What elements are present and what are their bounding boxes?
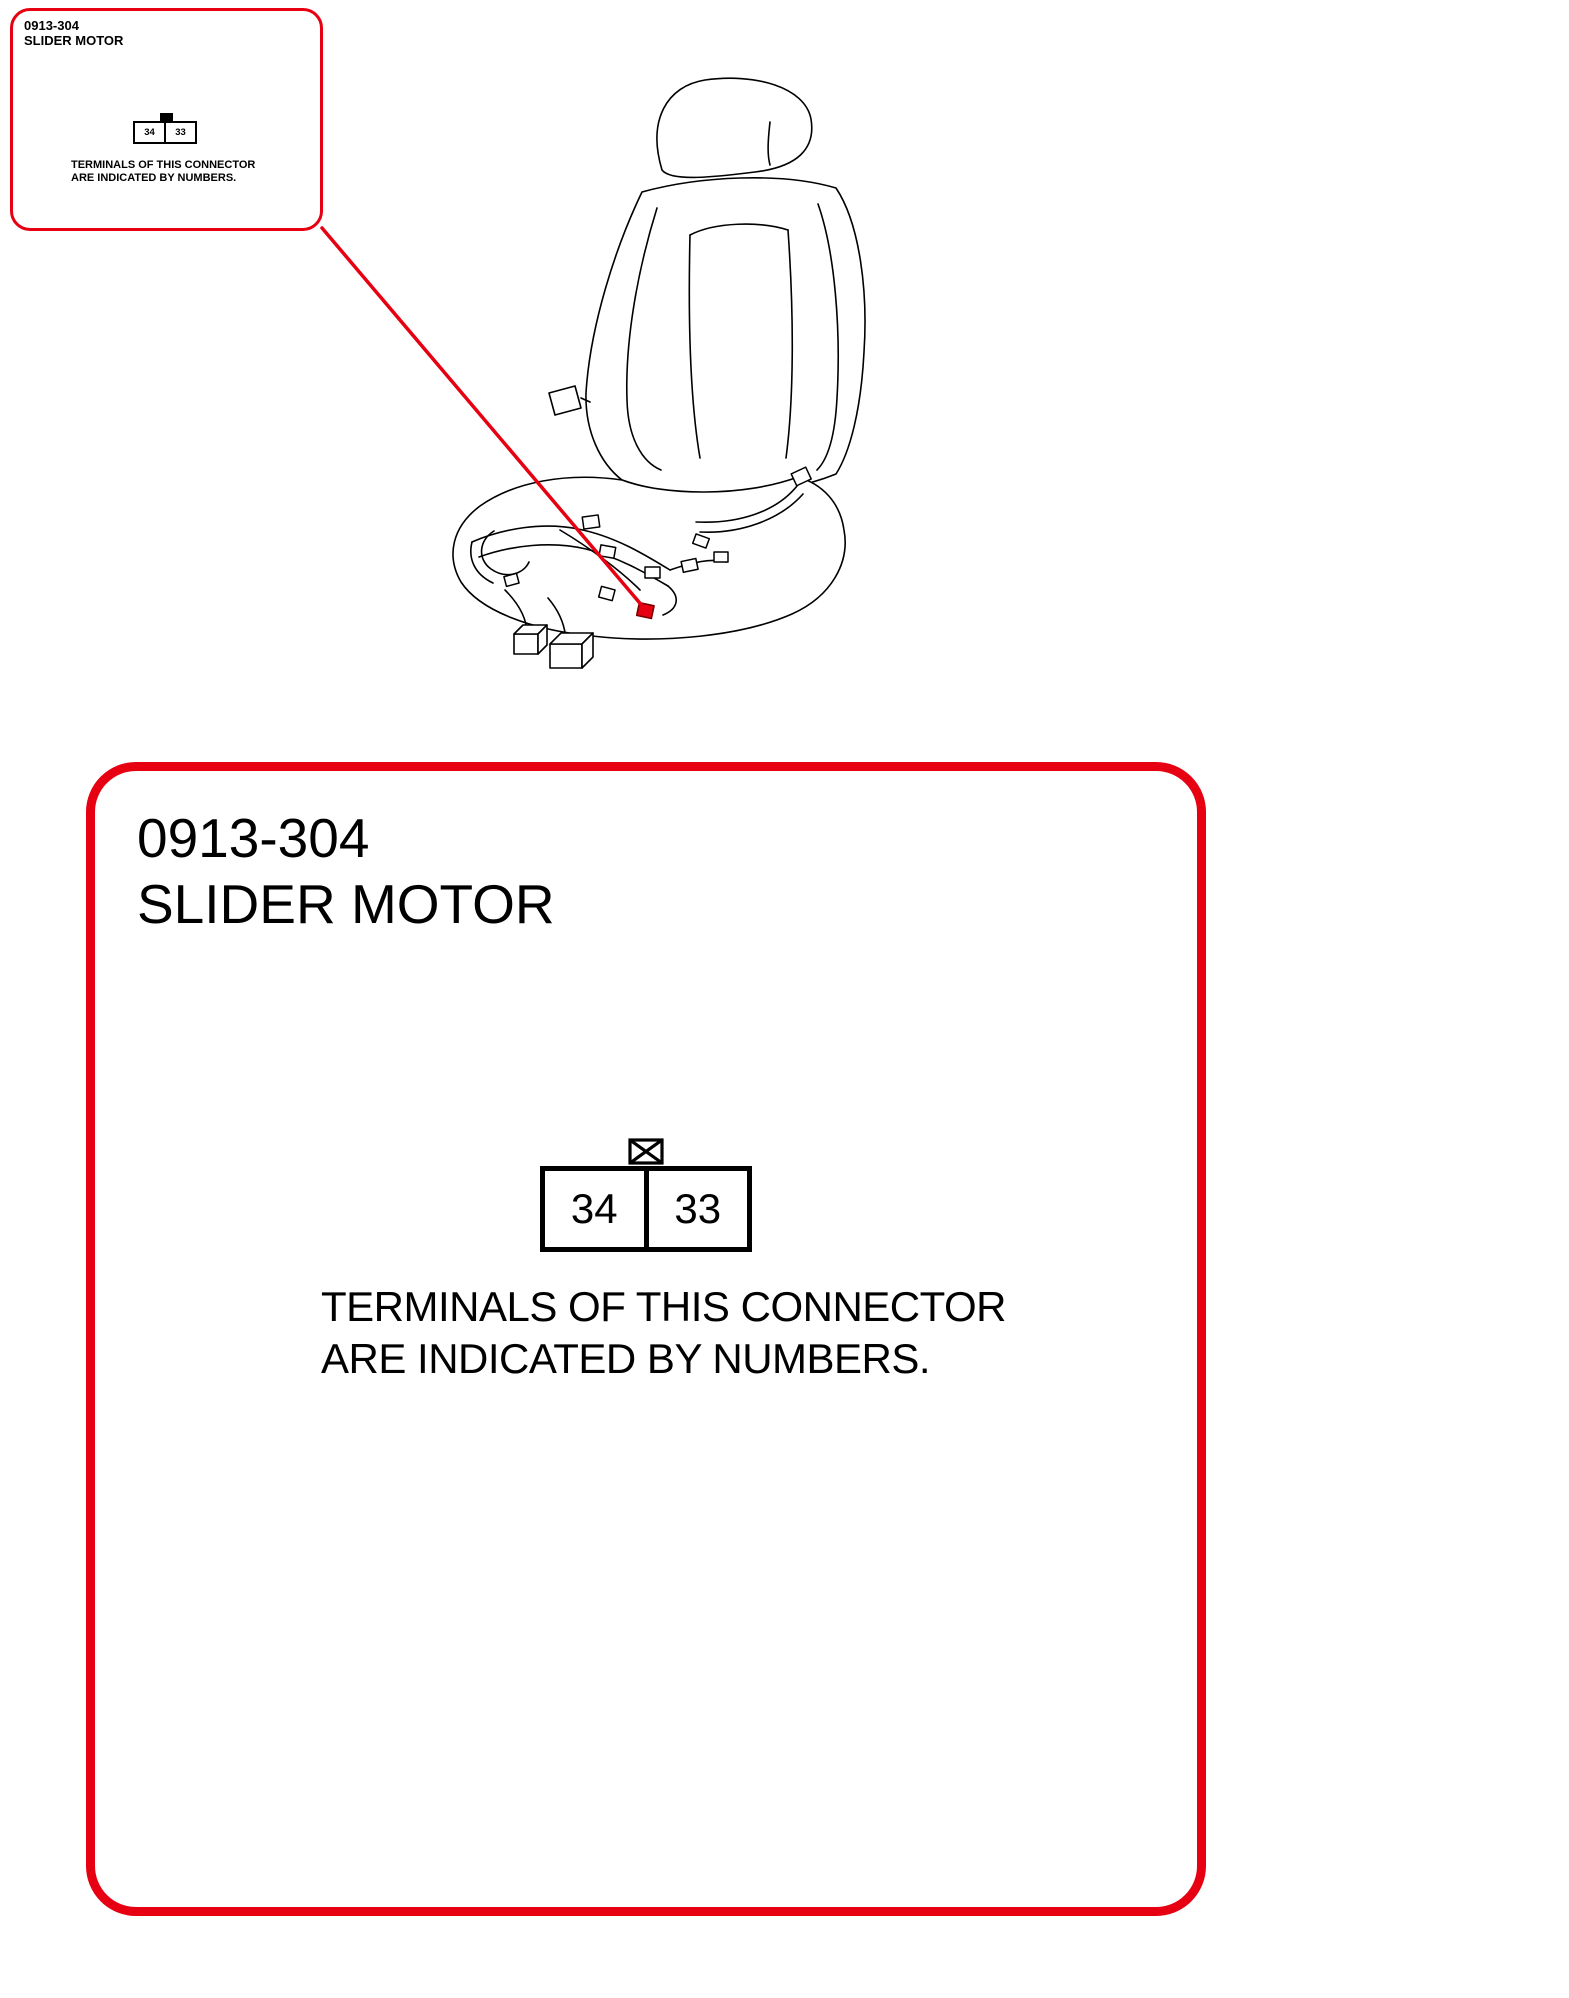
seat-side-tab [548,385,591,416]
connector-figure-small: 34 33 [133,113,197,144]
harness-connectors [503,466,812,602]
part-name: SLIDER MOTOR [24,33,124,48]
part-code: 0913-304 [137,807,370,869]
connector-figure-large: 34 33 [95,1137,1197,1252]
terminal-cell: 33 [674,1185,722,1232]
terminal-cell: 33 [175,127,186,138]
connector-note-line1: TERMINALS OF THIS CONNECTOR [71,159,256,171]
detail-callout-panel: 0913-304 SLIDER MOTOR 34 33 TERMINALS OF… [86,762,1206,1916]
harness-cube-connectors [513,624,594,669]
part-label: 0913-304 SLIDER MOTOR [137,805,555,937]
overview-callout-panel: 0913-304 SLIDER MOTOR 34 33 TERMINALS OF… [10,8,323,231]
seat-backrest [585,177,866,496]
seat-illustration [320,77,866,669]
leader-line [320,226,646,610]
connector-note-line1: TERMINALS OF THIS CONNECTOR [321,1283,1007,1330]
crossed-box-icon [628,1138,664,1165]
connector-pinout: 34 33 [540,1166,752,1252]
seat-headrest [656,77,813,179]
part-label: 0913-304 SLIDER MOTOR [24,18,123,48]
connector-note: TERMINALS OF THIS CONNECTOR ARE INDICATE… [321,1281,1007,1385]
connector-note: TERMINALS OF THIS CONNECTOR ARE INDICATE… [71,159,255,185]
connector-note-line2: ARE INDICATED BY NUMBERS. [321,1335,931,1382]
wiring-harness [470,466,812,669]
terminal-marker-icon [159,113,173,121]
connector-note-line2: ARE INDICATED BY NUMBERS. [71,172,237,184]
part-name: SLIDER MOTOR [137,873,555,935]
terminal-cell: 34 [545,1171,649,1247]
part-code: 0913-304 [24,18,79,33]
connector-pinout: 34 33 [133,121,197,144]
terminal-cell: 34 [135,123,166,142]
